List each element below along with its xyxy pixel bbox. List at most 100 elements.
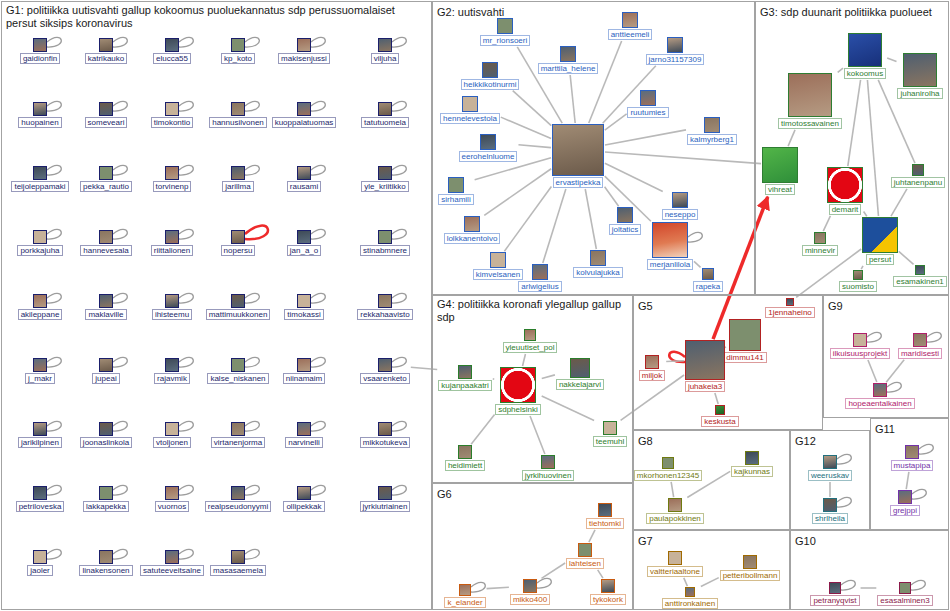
user-node: marttila_helene [538,46,599,74]
avatar-image [853,270,863,280]
avatar-image [640,90,656,106]
avatar-image [297,486,311,500]
user-label: minnevir [802,245,838,256]
user-node: persut [862,217,898,265]
avatar-image [378,166,392,180]
avatar-image [915,265,925,275]
edge-line [530,416,545,454]
edge-line [861,266,863,269]
user-label: joonaslinkola [80,437,132,448]
user-label: heidimiett [445,460,485,471]
user-node: akileppane [18,294,63,320]
user-node: kokoomus [844,33,886,79]
user-label: kalse_niskanen [207,373,268,384]
user-label: narvinelli [285,437,323,448]
user-label: maklaville [85,309,126,320]
self-loop [179,101,193,111]
user-label: kuoppalatuomas [272,117,337,128]
user-label: esamakinen1 [893,276,947,287]
user-node: vuornos [155,486,189,512]
avatar-image [378,38,392,52]
edge-line [868,360,877,382]
avatar-image [814,232,826,244]
self-loop [113,485,127,495]
user-node: minnevir [802,232,838,256]
user-node: narvinelli [285,422,323,448]
user-label: torvinenp [153,181,192,192]
user-node: gaidionfin [20,38,60,64]
user-label: kalmyrberg1 [687,134,737,145]
group-heading: G7 [635,534,656,549]
avatar-image [165,38,179,52]
user-label: gaidionfin [20,53,60,64]
user-label: someveari [85,117,128,128]
user-label: juhanirolha [897,88,942,99]
avatar-image [762,147,798,183]
edge-line [605,130,686,145]
user-label: nakkelajarvi [556,379,604,390]
user-label: lahteisen [566,558,604,569]
self-loop [837,454,851,464]
user-label: jarikilpinen [18,437,62,448]
edge-line [605,114,627,130]
user-node: eerohelnluome [459,134,518,162]
group-heading: G9 [825,299,846,314]
user-node: rausami [287,166,321,192]
avatar-image [458,365,472,379]
user-label: viljuha [371,53,400,64]
user-node: someveari [85,102,128,128]
group-box: G1: politiikka uutisvahti gallup kokoomu… [1,1,432,610]
user-label: j_makr [25,373,55,384]
user-label: jan_a_o [287,245,321,256]
user-node: jan_a_o [287,230,321,256]
self-loop [179,293,193,303]
user-node: joonaslinkola [80,422,132,448]
avatar-image [378,486,392,500]
user-label: jarno31157309 [646,54,705,65]
self-loop [392,37,406,47]
group-heading: G11 [872,422,898,437]
avatar-image [899,582,911,594]
avatar-image [231,38,245,52]
user-node: niinamaim [283,358,325,384]
user-label: weeruskav [808,470,852,481]
user-node: hennelevestola [440,96,500,124]
self-loop [311,101,325,111]
self-loop [311,293,325,303]
edge-line [484,169,551,216]
user-node: vsaarenketo [360,358,410,384]
user-label: mattimuukkonen [206,309,271,320]
self-loop [311,229,325,239]
user-label: grejppi [890,505,920,516]
user-node: jarillma [222,166,253,192]
user-node: joltatics [609,207,642,235]
user-label: realpseudonyymi [205,501,271,512]
user-label: jaoler [27,565,53,576]
edge-line [411,367,437,369]
user-label: valtteriaaltone [647,566,703,577]
user-node: jyrkihuovinen [522,455,575,481]
user-node: keskusta [701,405,739,427]
user-node: heidimiett [445,445,485,471]
user-node: ollipekkak [283,486,324,512]
self-loop [867,332,881,342]
user-label: kp_koto [221,53,255,64]
avatar-image [231,230,245,244]
self-loop [392,293,406,303]
user-label: pekka_rautio [80,181,132,192]
user-node: esamakinen1 [893,265,947,287]
avatar-image [231,166,245,180]
user-node: jupeai [92,358,119,384]
avatar-image [913,333,927,347]
edge-line [487,587,509,588]
edge-line [887,58,896,61]
user-label: dimmu141 [723,352,766,363]
avatar-image [33,294,47,308]
edge-line [585,189,596,249]
avatar-image [297,358,311,372]
edge-line [523,354,526,366]
user-label: anttieemeli [608,29,653,40]
user-node: teemuhl [593,421,627,447]
avatar-image [165,550,179,564]
